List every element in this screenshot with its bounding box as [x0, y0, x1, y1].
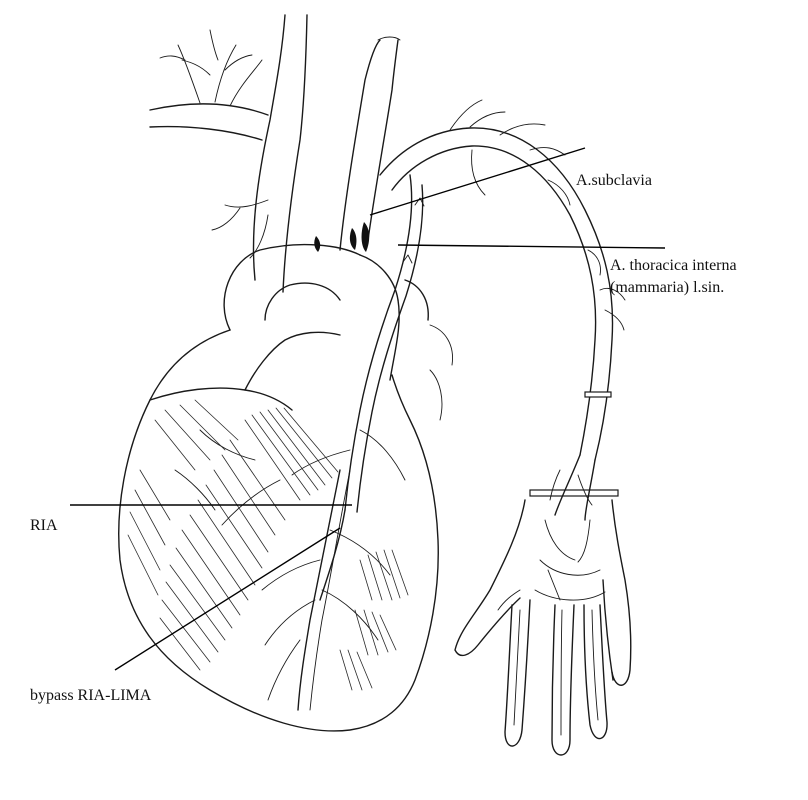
leader-lines — [70, 147, 666, 671]
leader-subclavia — [369, 147, 586, 216]
muscle-hatching — [127, 399, 339, 671]
label-subclavia: A.subclavia — [576, 172, 652, 189]
heart — [118, 329, 439, 732]
label-ria: RIA — [30, 517, 58, 534]
leader-bypass — [114, 527, 341, 671]
lima-graft — [344, 174, 425, 513]
label-thoracica-line1: A. thoracica interna — [610, 257, 737, 274]
muscle-hatching-right — [339, 549, 409, 691]
leader-thoracica — [397, 244, 666, 249]
hand-arteries — [454, 499, 632, 756]
great-vessels — [149, 14, 453, 421]
left-subclavian-and-arm-artery — [379, 99, 626, 521]
label-thoracica-line2: (mammaria) l.sin. — [610, 279, 724, 296]
label-bypass: bypass RIA-LIMA — [30, 687, 152, 704]
labels: A.subclavia A. thoracica interna (mammar… — [30, 172, 737, 704]
